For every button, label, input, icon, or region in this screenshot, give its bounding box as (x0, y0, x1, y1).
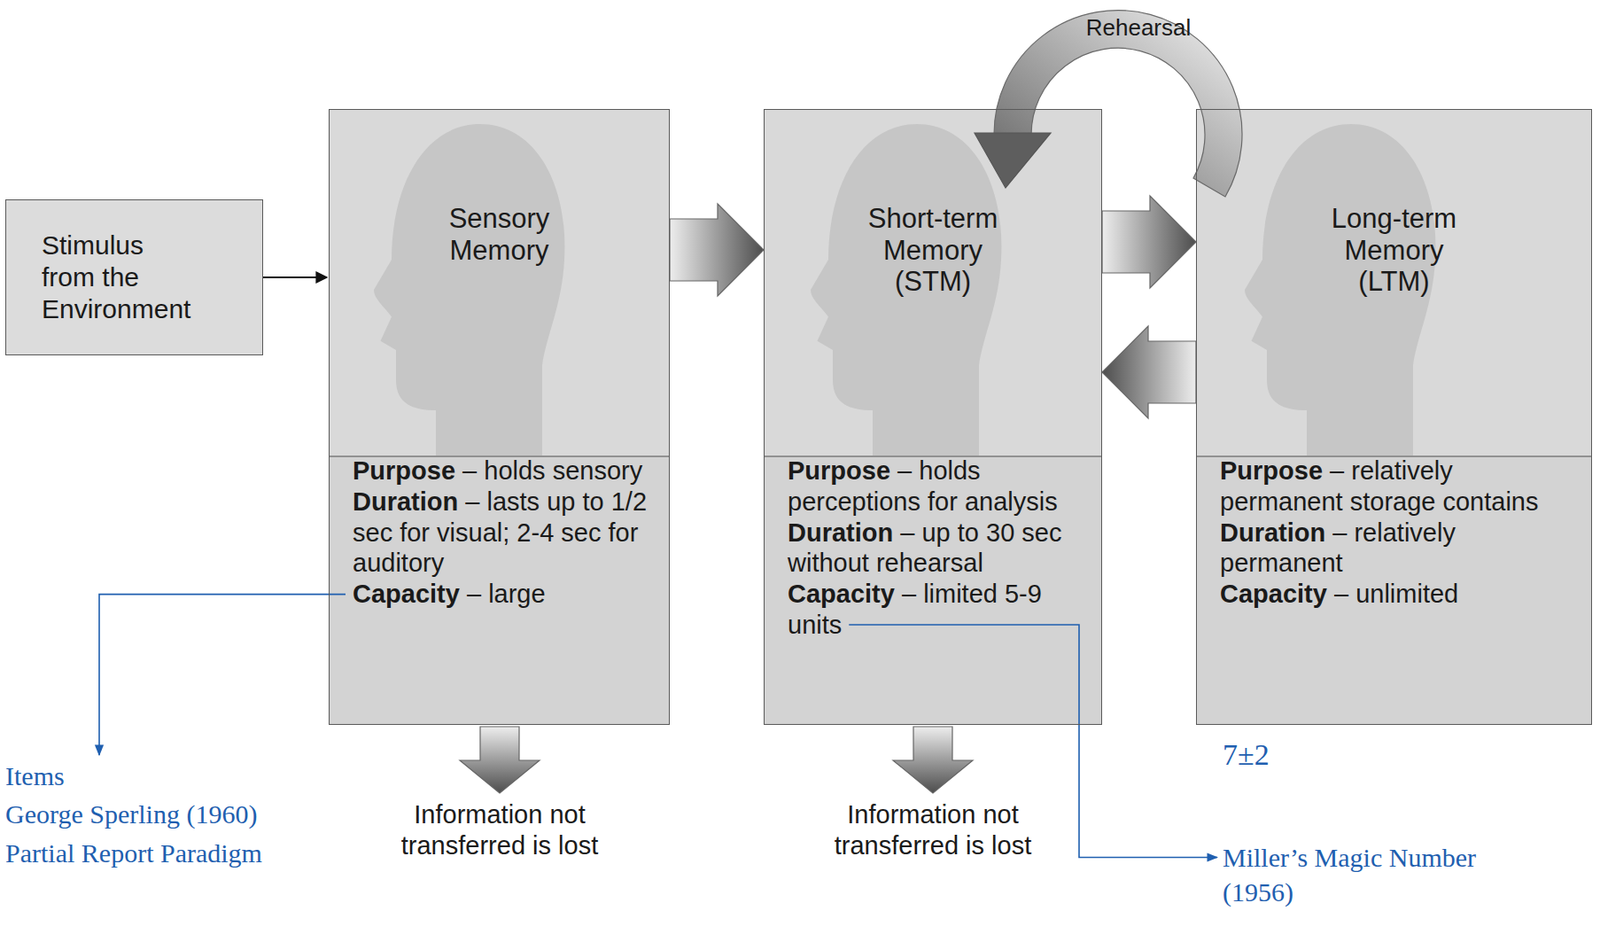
field-name: Capacity (352, 579, 460, 608)
head-silhouette (373, 124, 565, 456)
field-value: – large (459, 579, 546, 608)
field-name: Purpose (787, 456, 891, 485)
field-value: – holds sensory (455, 456, 643, 485)
field-name: Duration (352, 487, 459, 516)
leader-line (99, 594, 346, 755)
box-text: Stimulus from the Environment (41, 229, 200, 326)
text-run: Sensory Memory (449, 202, 551, 266)
store-property: Purpose – holds sensory (352, 455, 653, 487)
store-property: Capacity – unlimited (1219, 578, 1576, 610)
box-fill (1196, 456, 1593, 725)
box-fill (328, 456, 670, 725)
store-body: Purpose – holds sensoryDuration – lasts … (329, 455, 669, 610)
store-property: Duration – relatively permanent (1219, 517, 1576, 580)
input-arrow (263, 276, 327, 279)
rehearsal-arrowhead (974, 132, 1051, 188)
loss-arrow (459, 726, 540, 793)
box-fill (763, 108, 1103, 457)
box-fill (1196, 108, 1593, 457)
field-name: Purpose (352, 456, 456, 485)
store-title: Short-term Memory (STM) (853, 202, 1013, 298)
loss-note: Information not transferred is lost (822, 799, 1044, 862)
field-name: Capacity (787, 579, 895, 608)
box-fill (328, 108, 670, 457)
annotation: George Sperling (1960) (5, 798, 257, 831)
loss-arrow (893, 726, 973, 793)
annotation: Miller’s Magic Number (1956) (1222, 839, 1542, 909)
box-fill (763, 456, 1103, 725)
store-property: Purpose – holds perceptions for analysis (787, 455, 1086, 518)
transfer-arrow (1102, 326, 1197, 419)
field-name: Duration (787, 518, 894, 547)
field-value: – unlimited (1327, 579, 1459, 608)
input-box: Stimulus from the Environment (5, 199, 264, 356)
memory-store-box: Long-term Memory (LTM) Purpose – relative… (1196, 108, 1593, 725)
annotation: 7±2 (1222, 737, 1270, 774)
transfer-arrow (1102, 195, 1197, 288)
annotation: Partial Report Paradigm (5, 837, 263, 870)
store-body: Purpose – relatively permanent storage c… (1196, 455, 1592, 610)
store-title: Sensory Memory (419, 202, 580, 266)
loop-label: Rehearsal (1086, 14, 1192, 42)
store-property: Capacity – large (352, 578, 653, 610)
field-name: Duration (1219, 518, 1326, 547)
store-title: Long-term Memory (LTM) (1314, 202, 1475, 298)
head-silhouette (810, 124, 1002, 456)
store-property: Duration – up to 30 sec without rehearsa… (787, 517, 1086, 580)
memory-store-box: Short-term Memory (STM) Purpose – holds p… (763, 108, 1103, 725)
field-name: Capacity (1219, 579, 1328, 608)
store-property: Purpose – relatively permanent storage c… (1219, 455, 1576, 518)
box-fill (5, 199, 264, 356)
loss-note: Information not transferred is lost (388, 799, 611, 862)
transfer-arrow (669, 203, 764, 296)
rehearsal-loop (994, 10, 1243, 197)
text-run: Short-term Memory (STM) (868, 202, 998, 297)
field-name: Purpose (1219, 456, 1323, 485)
text-run: Stimulus from the Environment (41, 230, 191, 324)
annotation: Items (5, 760, 65, 793)
text-run: Long-term Memory (LTM) (1331, 202, 1457, 297)
store-property: Duration – lasts up to 1/2 sec for visua… (352, 486, 653, 579)
memory-store-box: Sensory MemoryPurpose – holds sensoryDur… (328, 108, 670, 725)
store-property: Capacity – limited 5-9 units (787, 578, 1086, 641)
store-body: Purpose – holds perceptions for analysis… (764, 455, 1102, 641)
